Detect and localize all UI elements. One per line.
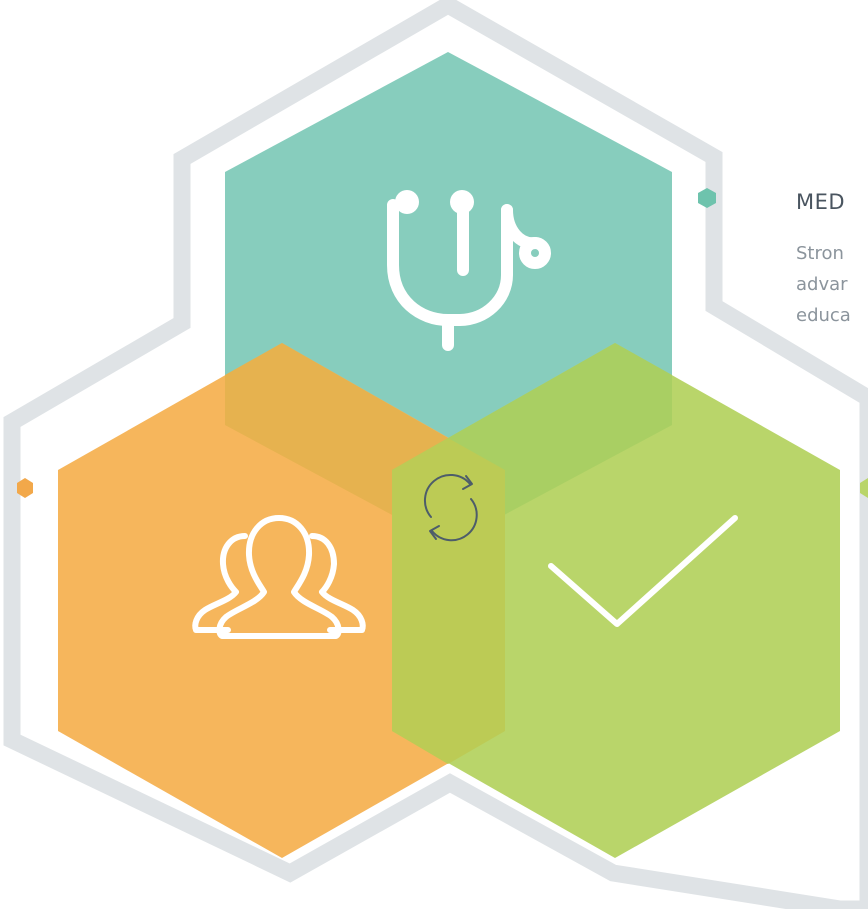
overlap-people-check — [392, 438, 505, 764]
accent-dot-check — [860, 478, 868, 498]
side-line-1: Stron — [796, 243, 844, 264]
outer-outline — [3, 0, 868, 909]
checkmark-icon — [548, 515, 738, 627]
side-title: MED — [796, 190, 846, 214]
side-description: MED Stron advar educa — [796, 188, 868, 331]
sync-refresh-icon — [424, 474, 478, 542]
accent-dot-people — [17, 478, 33, 498]
side-line-2: advar — [796, 274, 848, 295]
side-line-3: educa — [796, 305, 851, 326]
stethoscope-tips — [395, 190, 474, 214]
accent-dot-medical — [698, 188, 716, 208]
group-users-icon — [192, 515, 366, 639]
stethoscope-icon — [387, 199, 551, 351]
